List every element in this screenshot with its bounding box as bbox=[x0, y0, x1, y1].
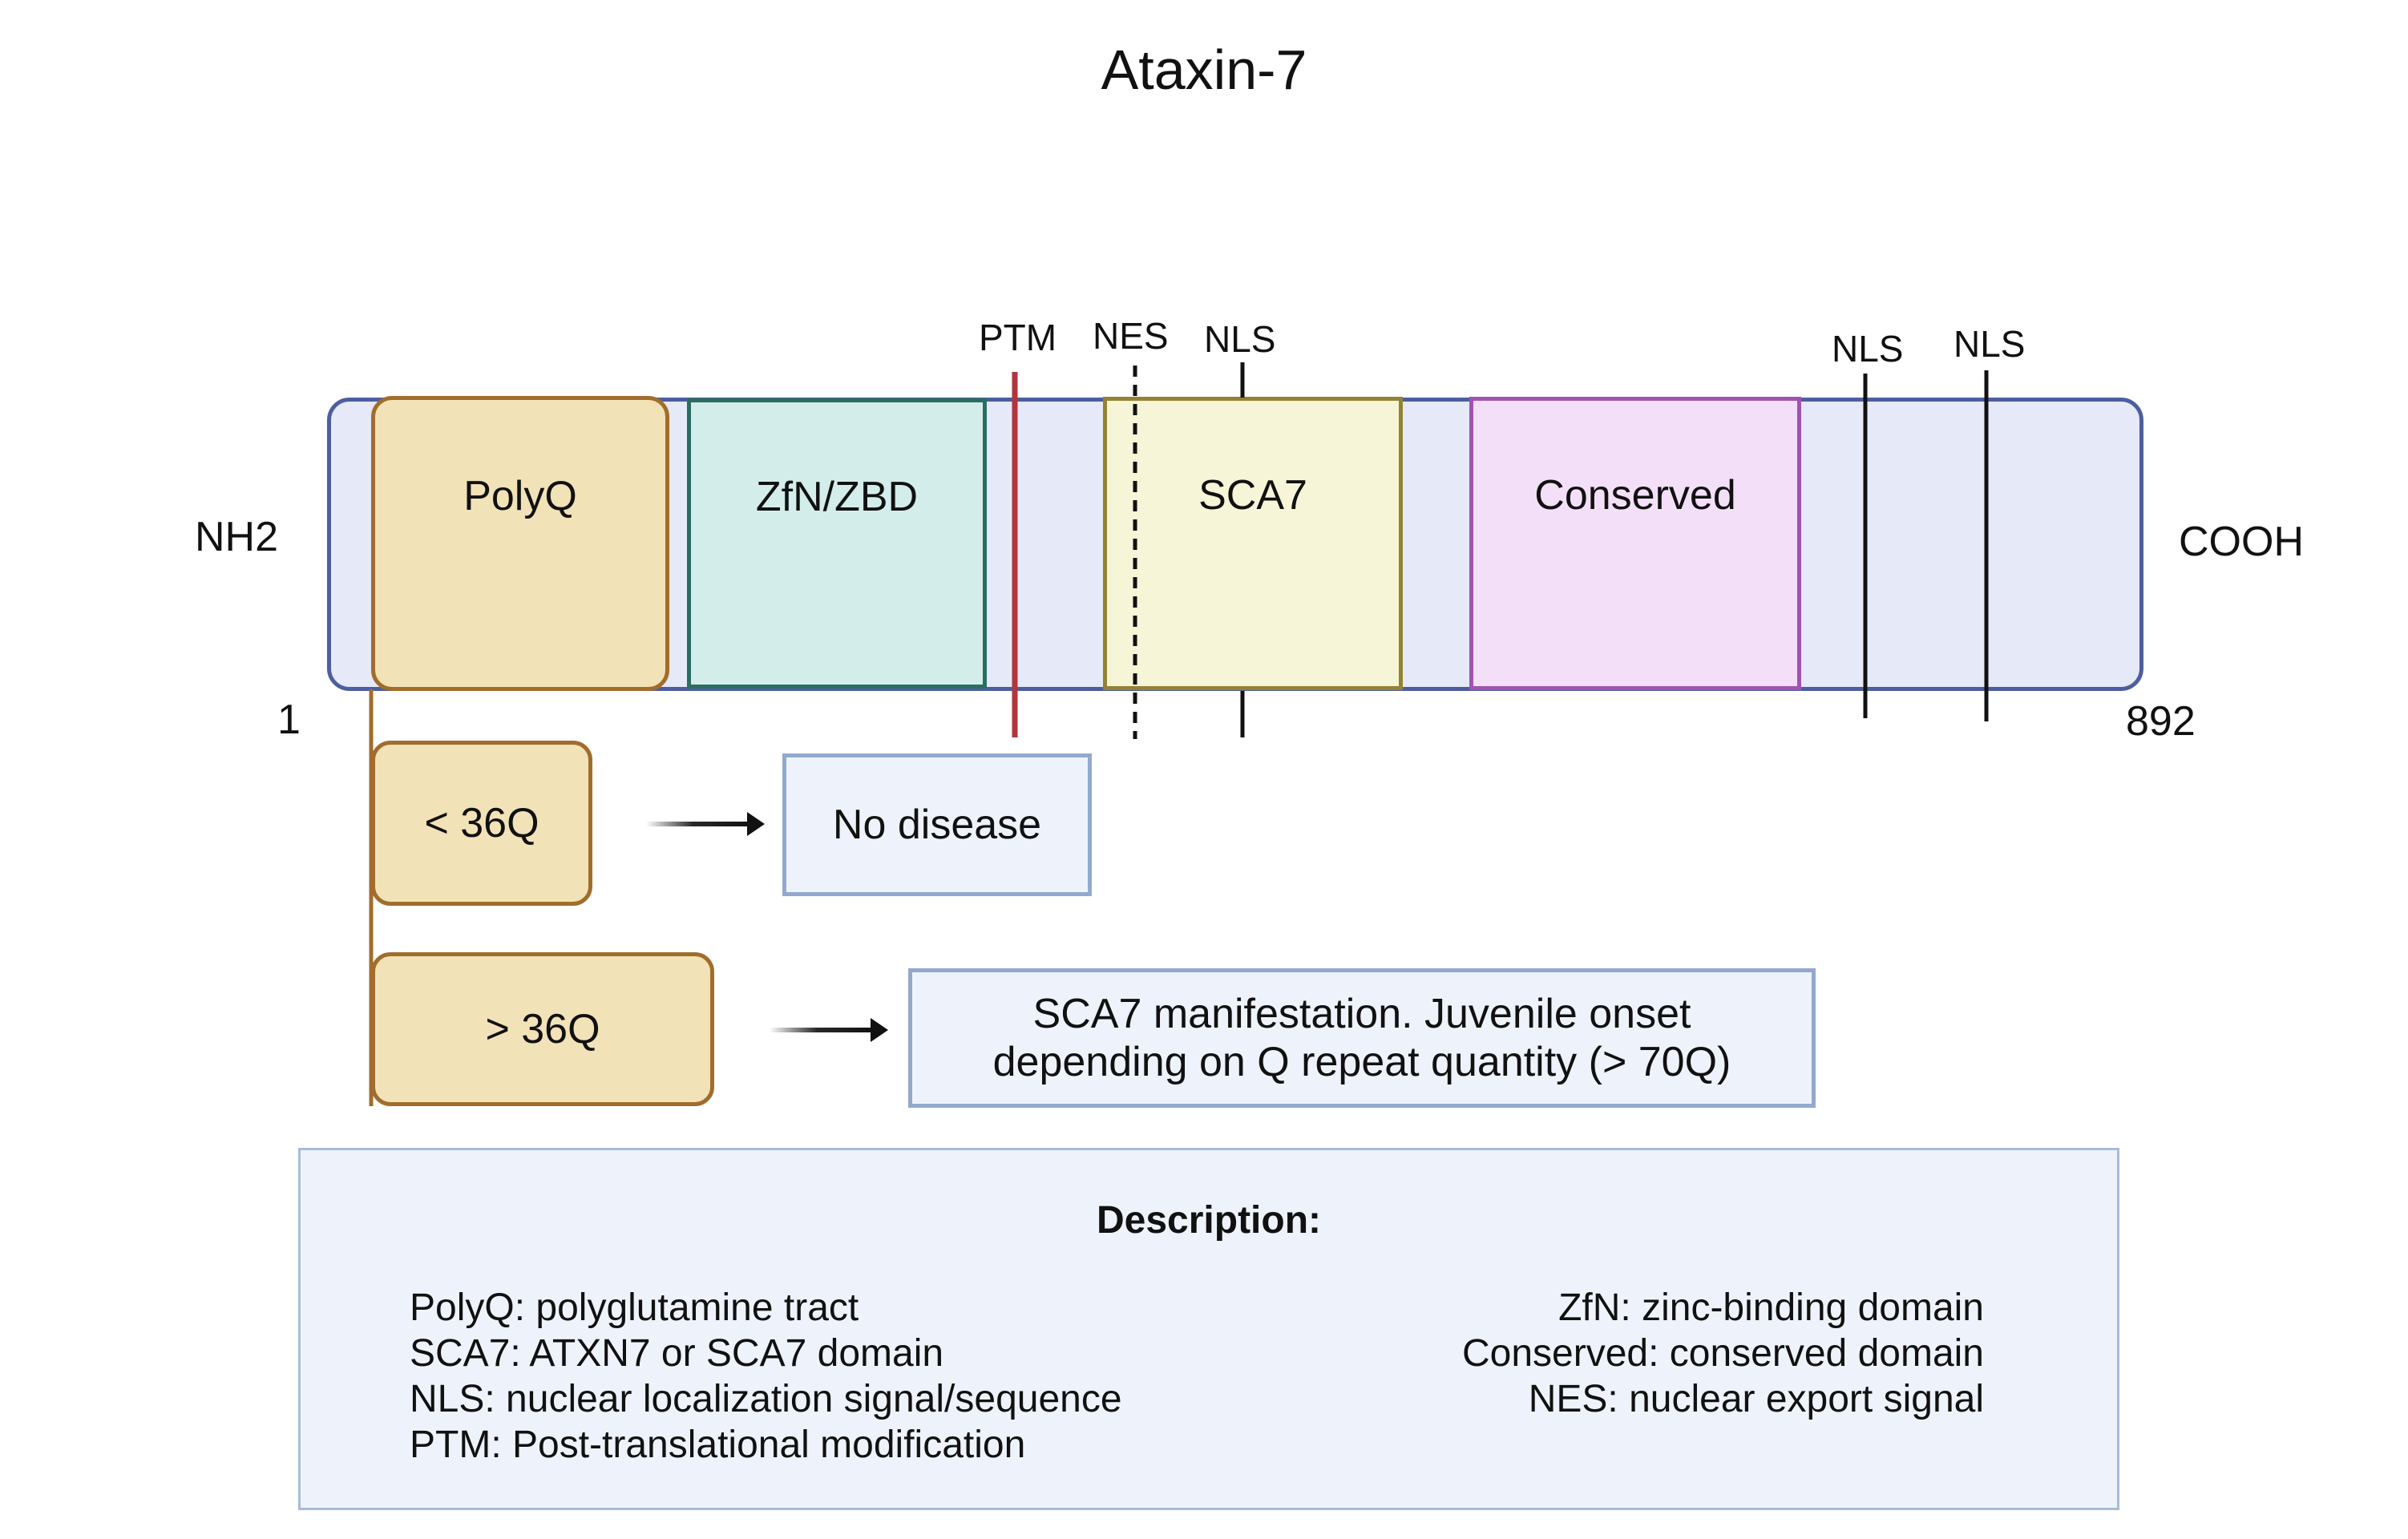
domain-zfn-label: ZfN/ZBD bbox=[755, 474, 919, 520]
diagram-title: Ataxin-7 bbox=[1101, 38, 1307, 101]
start-residue-label: 1 bbox=[277, 697, 301, 743]
description-item: Conserved: conserved domain bbox=[1461, 1332, 1984, 1375]
nls-label-3: NLS bbox=[1953, 323, 2026, 365]
description-left-column: PolyQ: polyglutamine tract SCA7: ATXN7 o… bbox=[410, 1285, 1122, 1468]
arrow-long-repeat bbox=[770, 1018, 888, 1042]
description-right-column: ZfN: zinc-binding domain Conserved: cons… bbox=[1462, 1285, 1984, 1422]
end-residue-label: 892 bbox=[2126, 698, 2196, 745]
arrow-short-repeat bbox=[646, 812, 765, 836]
description-item: SCA7: ATXN7 or SCA7 domain bbox=[410, 1332, 944, 1375]
n-terminus-label: NH2 bbox=[195, 514, 279, 560]
description-item: NES: nuclear export signal bbox=[1528, 1378, 1984, 1420]
sca7-manifestation-line-2: depending on Q repeat quantity (> 70Q) bbox=[992, 1039, 1731, 1085]
domain-conserved-label: Conserved bbox=[1534, 472, 1736, 519]
domain-sca7-label: SCA7 bbox=[1198, 472, 1307, 519]
sca7-manifestation-line-1: SCA7 manifestation. Juvenile onset bbox=[1032, 991, 1691, 1037]
no-disease-box: No disease bbox=[782, 753, 1092, 896]
description-heading: Description: bbox=[1096, 1199, 1322, 1242]
sca7-manifestation-box: SCA7 manifestation. Juvenile onset depen… bbox=[908, 968, 1816, 1108]
domain-polyq-label: PolyQ bbox=[463, 473, 577, 519]
domain-zfn: ZfN/ZBD bbox=[687, 398, 987, 689]
description-item: NLS: nuclear localization signal/sequenc… bbox=[410, 1378, 1122, 1420]
description-item: PTM: Post-translational modification bbox=[410, 1424, 1026, 1466]
domain-sca7: SCA7 bbox=[1103, 397, 1403, 690]
description-item: PolyQ: polyglutamine tract bbox=[410, 1287, 859, 1329]
domain-conserved: Conserved bbox=[1469, 397, 1801, 690]
nls-label-1: NLS bbox=[1204, 318, 1276, 360]
description-panel: Description: PolyQ: polyglutamine tract … bbox=[298, 1148, 2119, 1510]
domain-polyq: PolyQ bbox=[371, 396, 669, 691]
nes-label: NES bbox=[1093, 315, 1169, 357]
c-terminus-label: COOH bbox=[2179, 519, 2304, 565]
ptm-label: PTM bbox=[979, 317, 1057, 358]
long-repeat-box: > 36Q bbox=[371, 952, 714, 1106]
description-item: ZfN: zinc-binding domain bbox=[1558, 1287, 1984, 1329]
nls-label-2: NLS bbox=[1832, 328, 1904, 370]
short-repeat-box: < 36Q bbox=[371, 741, 592, 906]
